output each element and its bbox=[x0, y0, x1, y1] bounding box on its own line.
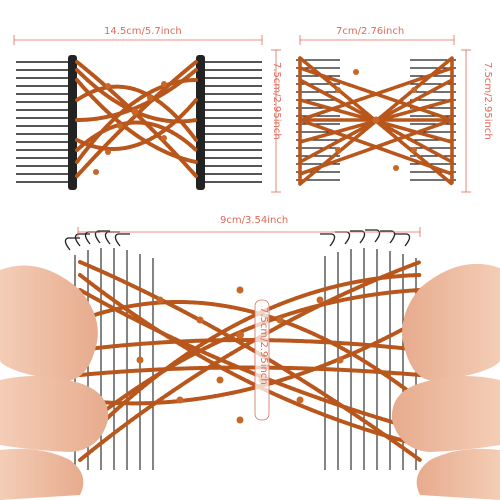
top-left-height-label: 7.5cm/2.95inch bbox=[271, 62, 282, 140]
top-left-width-label: 14.5cm/5.7inch bbox=[104, 26, 182, 37]
top-left-comb bbox=[16, 55, 262, 190]
bottom-height-label: 7.5cm/2.95inch bbox=[258, 307, 269, 385]
bottom-comb-in-hands bbox=[0, 229, 500, 500]
top-right-height-label: 7.5cm/2.95inch bbox=[482, 62, 493, 140]
top-right-comb bbox=[296, 56, 456, 186]
bottom-width-label: 9cm/3.54inch bbox=[220, 215, 289, 226]
top-right-width-label: 7cm/2.76inch bbox=[336, 26, 405, 37]
